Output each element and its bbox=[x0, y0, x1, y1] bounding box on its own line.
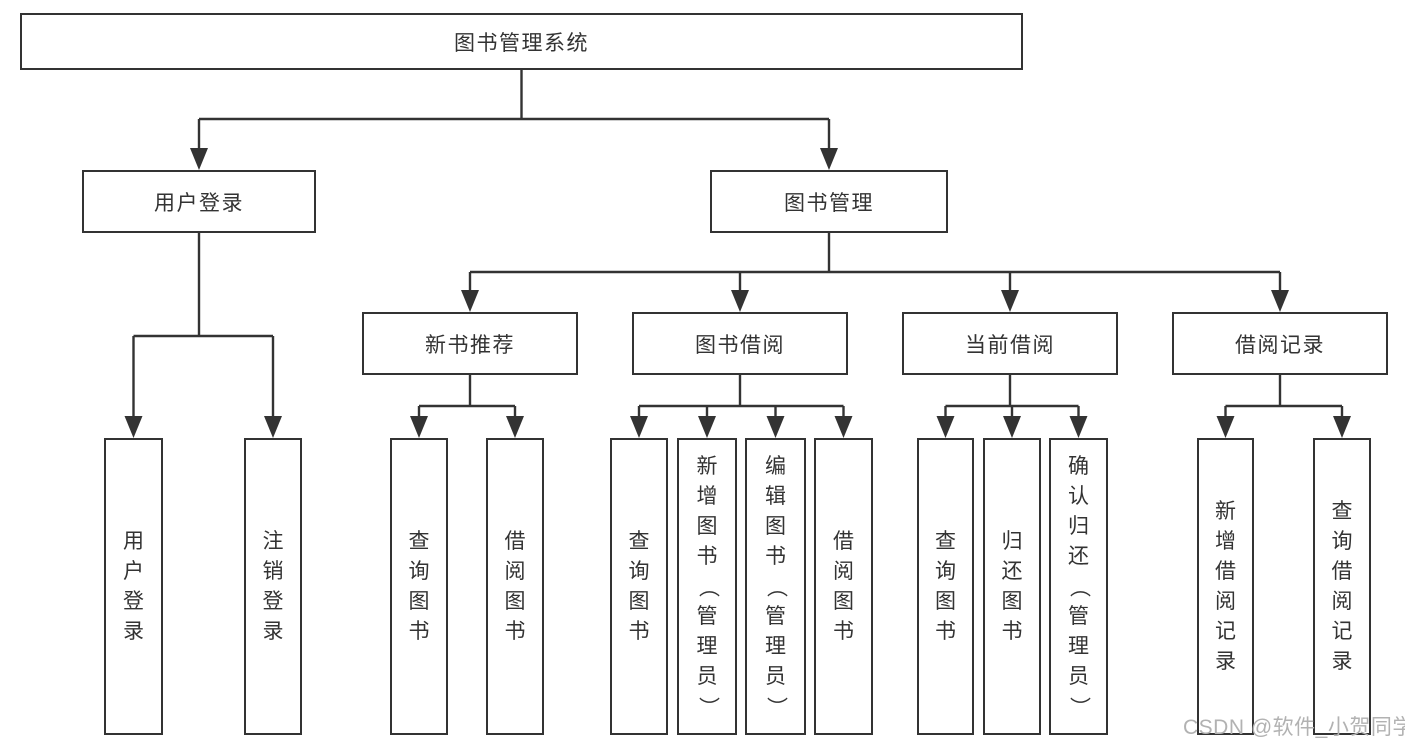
leaf-logout: 注销登录 bbox=[244, 438, 302, 735]
leaf-borrowing-borrow-books: 借阅图书 bbox=[814, 438, 873, 735]
leaf-return-books-label: 归还图书 bbox=[1001, 529, 1023, 643]
node-borrowing-records-label: 借阅记录 bbox=[1235, 333, 1325, 357]
node-borrowing-records: 借阅记录 bbox=[1172, 312, 1388, 375]
node-current-borrowing-label: 当前借阅 bbox=[965, 333, 1055, 357]
leaf-newbook-query-books: 查询图书 bbox=[390, 438, 448, 735]
arrowheads-level2 bbox=[190, 148, 838, 170]
leaf-user-login-label: 用户登录 bbox=[123, 529, 144, 643]
leaf-newbook-query-books-label: 查询图书 bbox=[408, 529, 430, 643]
connector-book-borrowing-to-leaves bbox=[637, 375, 845, 418]
node-book-management-label: 图书管理 bbox=[784, 191, 874, 215]
leaf-add-borrow-record-label: 新增借阅记录 bbox=[1215, 499, 1236, 673]
connector-borrowing-records-to-leaves bbox=[1224, 375, 1344, 418]
csdn-watermark: CSDN @软件_小贺同学 bbox=[1183, 716, 1405, 739]
node-root-system: 图书管理系统 bbox=[20, 13, 1023, 70]
node-new-book-recommend-label: 新书推荐 bbox=[425, 333, 515, 357]
connector-book-mgmt-to-level3 bbox=[468, 233, 1282, 292]
arrowheads-borrowing-records-leaves bbox=[1216, 416, 1351, 438]
leaf-current-query-books-label: 查询图书 bbox=[935, 529, 956, 643]
leaf-add-books-admin-label: 新增图书（管理员） bbox=[696, 454, 719, 718]
leaf-borrowing-borrow-books-label: 借阅图书 bbox=[833, 529, 854, 643]
node-current-borrowing: 当前借阅 bbox=[902, 312, 1118, 375]
leaf-edit-books-admin: 编辑图书（管理员） bbox=[745, 438, 806, 735]
leaf-newbook-borrow-books-label: 借阅图书 bbox=[504, 529, 526, 643]
node-book-borrowing-label: 图书借阅 bbox=[695, 333, 785, 357]
node-user-login-label: 用户登录 bbox=[154, 191, 244, 215]
leaf-borrowing-query-books-label: 查询图书 bbox=[628, 529, 650, 643]
arrowheads-user-login-leaves bbox=[124, 416, 282, 438]
leaf-add-borrow-record: 新增借阅记录 bbox=[1197, 438, 1254, 735]
leaf-borrowing-query-books: 查询图书 bbox=[610, 438, 668, 735]
node-root-system-label: 图书管理系统 bbox=[454, 31, 589, 55]
leaf-query-borrow-record-label: 查询借阅记录 bbox=[1331, 499, 1353, 673]
leaf-confirm-return-admin: 确认归还（管理员） bbox=[1049, 438, 1108, 735]
leaf-newbook-borrow-books: 借阅图书 bbox=[486, 438, 544, 735]
leaf-return-books: 归还图书 bbox=[983, 438, 1041, 735]
arrowheads-level3 bbox=[461, 290, 1289, 312]
connector-current-borrowing-to-leaves bbox=[944, 375, 1080, 418]
node-book-borrowing: 图书借阅 bbox=[632, 312, 848, 375]
connector-new-book-to-leaves bbox=[417, 375, 517, 418]
leaf-add-books-admin: 新增图书（管理员） bbox=[677, 438, 737, 735]
arrowheads-current-borrowing-leaves bbox=[936, 416, 1088, 438]
connector-root-to-level2 bbox=[197, 70, 831, 150]
leaf-user-login: 用户登录 bbox=[104, 438, 163, 735]
node-user-login: 用户登录 bbox=[82, 170, 316, 233]
node-new-book-recommend: 新书推荐 bbox=[362, 312, 578, 375]
leaf-current-query-books: 查询图书 bbox=[917, 438, 974, 735]
leaf-query-borrow-record: 查询借阅记录 bbox=[1313, 438, 1371, 735]
arrowheads-new-book-leaves bbox=[410, 416, 524, 438]
connector-user-login-to-leaves bbox=[132, 233, 275, 418]
arrowheads-book-borrowing-leaves bbox=[630, 416, 853, 438]
node-book-management: 图书管理 bbox=[710, 170, 948, 233]
leaf-edit-books-admin-label: 编辑图书（管理员） bbox=[764, 454, 788, 718]
leaf-confirm-return-admin-label: 确认归还（管理员） bbox=[1067, 454, 1091, 718]
leaf-logout-label: 注销登录 bbox=[262, 529, 284, 643]
